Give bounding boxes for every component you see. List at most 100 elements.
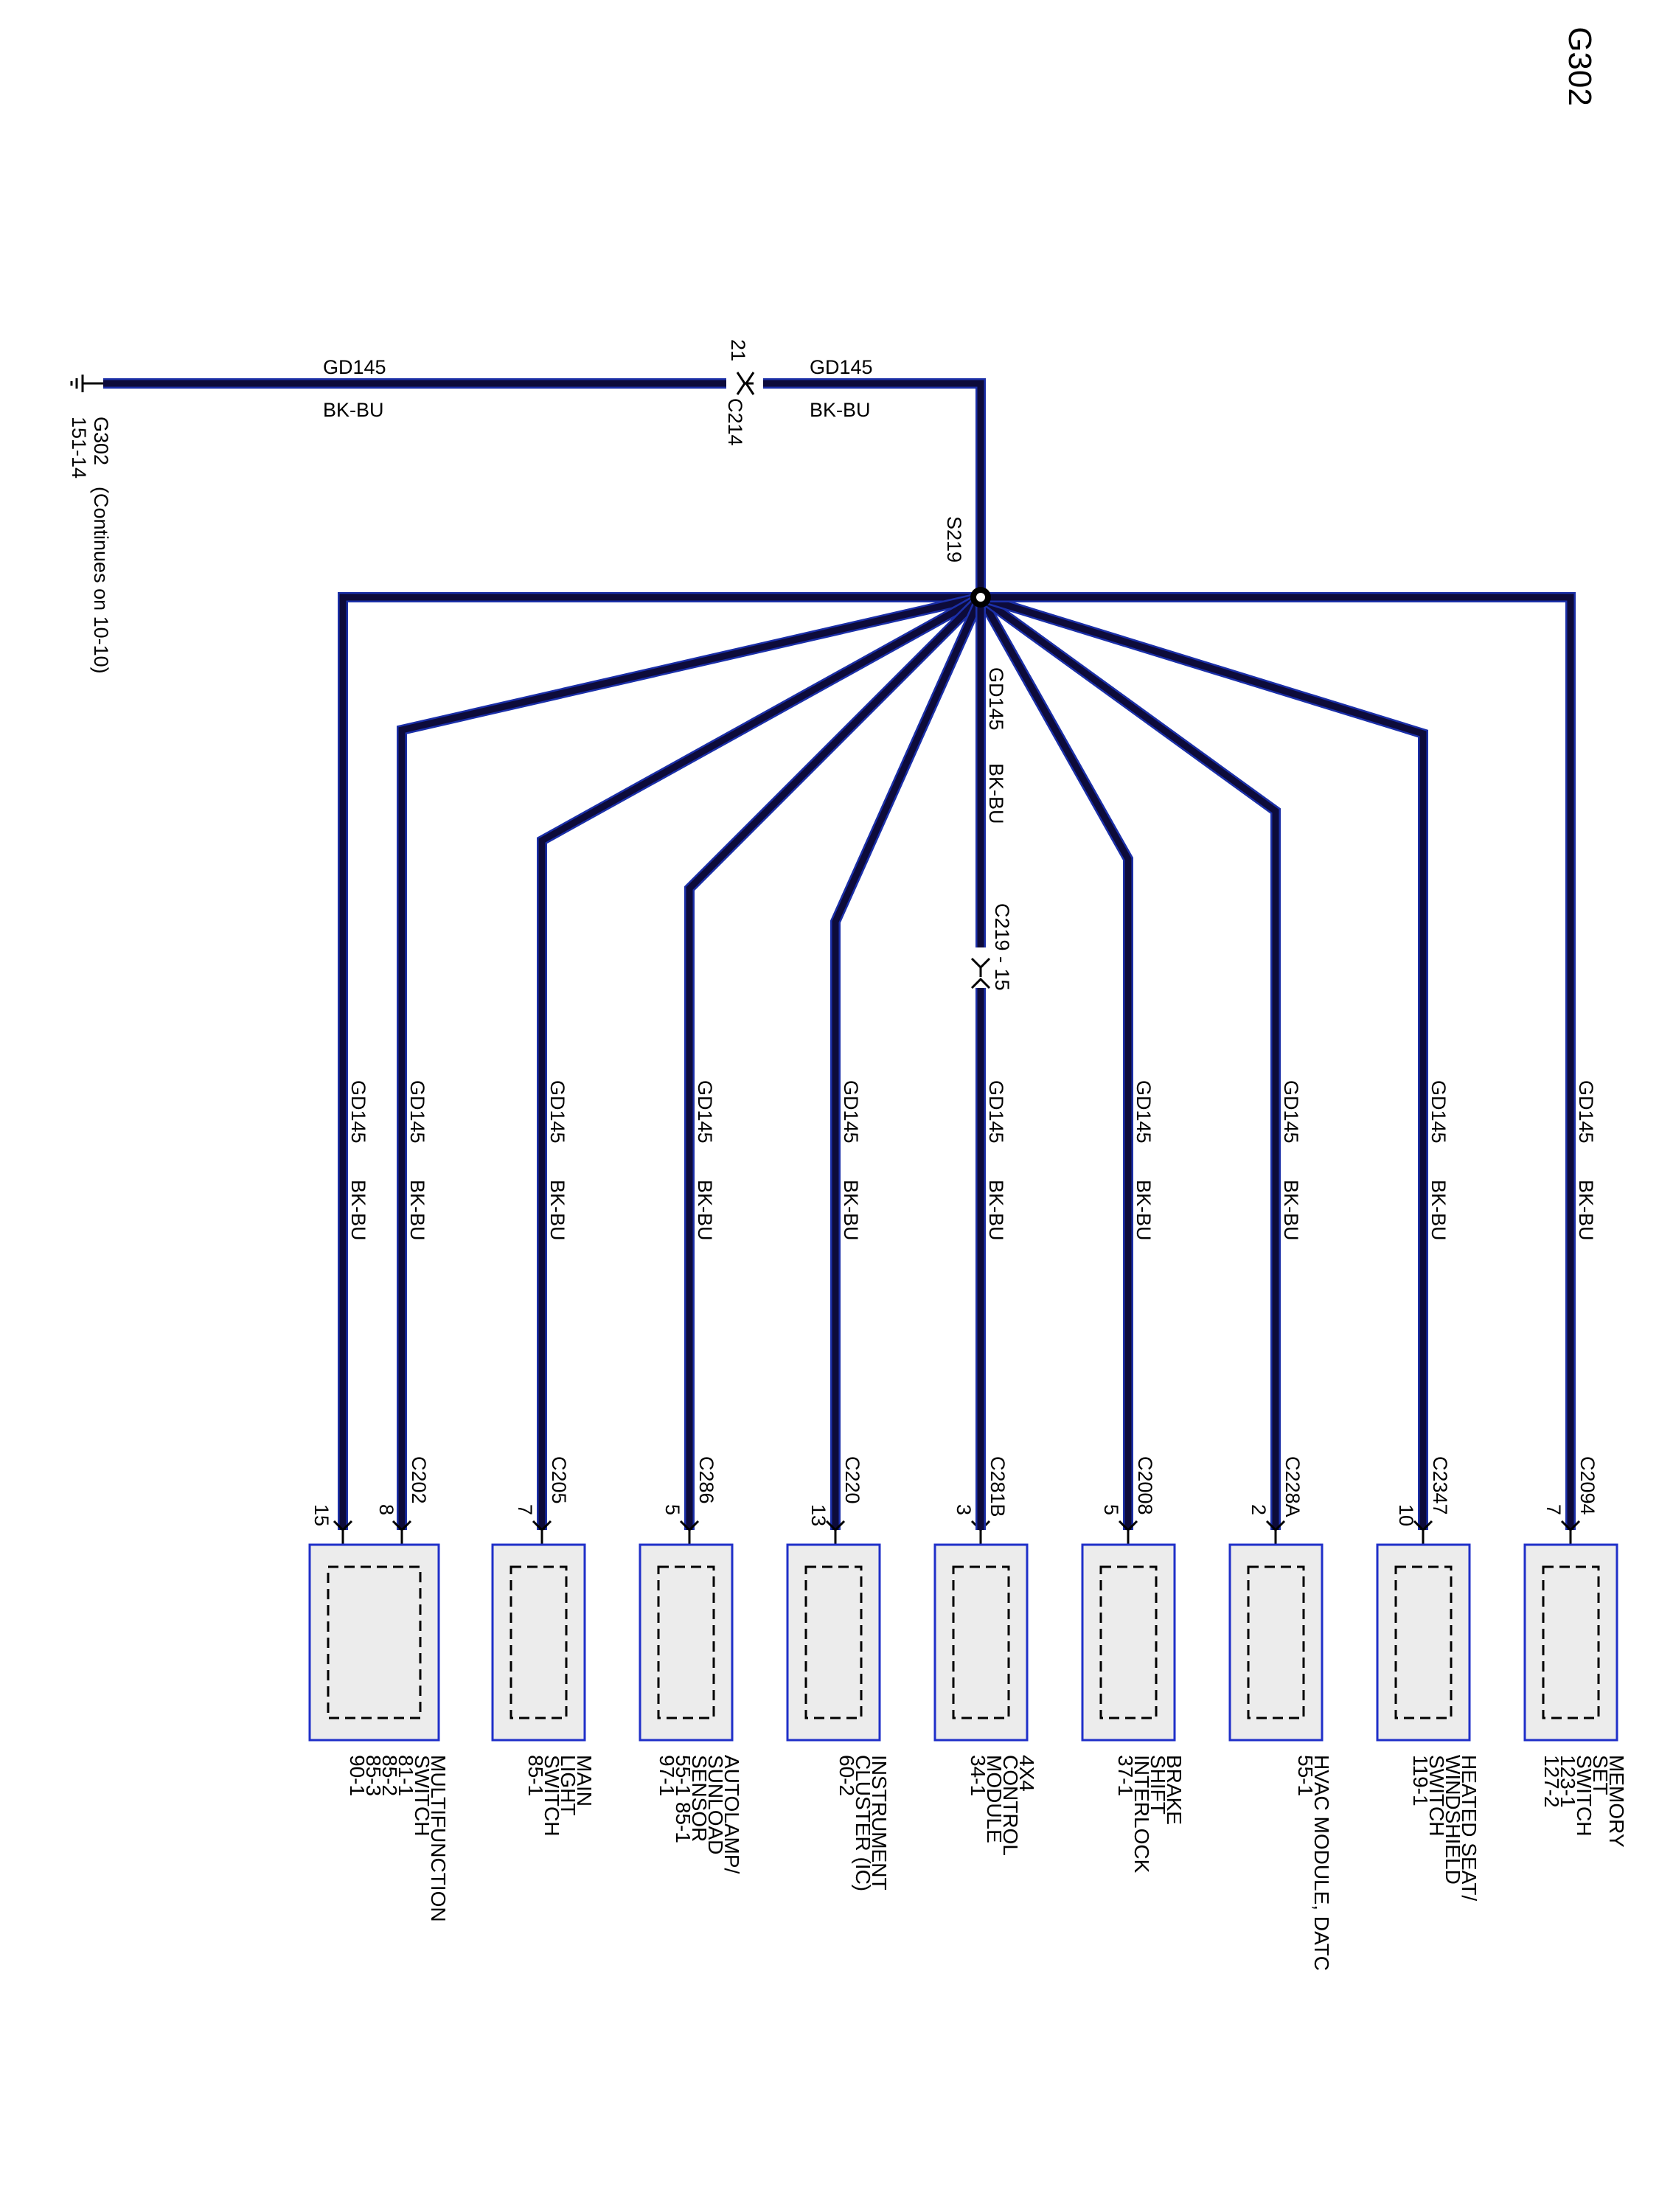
branch-2-pin: 7	[514, 1504, 536, 1515]
c214-connector-symbol	[736, 372, 755, 395]
component-5-box	[1081, 1543, 1176, 1742]
top-wire-color-left: BK-BU	[323, 399, 384, 421]
branch-6-color: BK-BU	[1133, 1180, 1155, 1241]
component-1-label-line-0: MAIN	[573, 1755, 596, 1806]
branch-3-circuit: GD145	[694, 1080, 716, 1144]
c214-label: C214	[724, 398, 746, 446]
component-5-label-line-1: SHIFT	[1147, 1755, 1169, 1815]
branch-wire-3	[686, 594, 984, 1530]
component-6-box	[1228, 1543, 1324, 1742]
component-4-label-line-3: 34-1	[967, 1755, 990, 1796]
branch-wire-8	[979, 594, 1427, 1530]
branch-8-circuit: GD145	[1427, 1080, 1450, 1144]
component-2-inner	[657, 1565, 715, 1719]
component-0-label-line-1: SWITCH	[411, 1755, 434, 1836]
branch-4-color: BK-BU	[840, 1180, 862, 1241]
component-7-label-line-0: HEATED SEAT/	[1458, 1755, 1481, 1901]
component-2-label-line-1: SUNLOAD	[704, 1755, 727, 1854]
splice-label: S219	[943, 516, 965, 563]
ground-note: (Continues on 10-10)	[90, 487, 112, 674]
top-wire-right	[763, 380, 984, 597]
branch-1-connector: C202	[408, 1456, 430, 1504]
page-title: G302	[1562, 27, 1598, 106]
component-4-inner	[952, 1565, 1010, 1719]
center-branch-circuit: GD145	[985, 667, 1007, 731]
branch-4-connector: C220	[841, 1456, 863, 1504]
splice-dot-center	[976, 593, 985, 602]
top-wire-circuit-right: GD145	[810, 356, 873, 378]
branch-3-connector: C286	[695, 1456, 717, 1504]
component-7-label-line-3: 119-1	[1409, 1755, 1432, 1806]
component-8-label-line-0: MEMORY	[1605, 1755, 1628, 1848]
top-wire-circuit-left: GD145	[323, 356, 386, 378]
branch-wire-4-edge	[830, 595, 986, 1530]
ground-symbol	[70, 375, 103, 392]
branch-9-pin: 7	[1543, 1504, 1565, 1515]
branch-9-connector: C2094	[1576, 1456, 1599, 1515]
component-7-label-line-2: SWITCH	[1425, 1755, 1448, 1836]
branch-2-color: BK-BU	[546, 1180, 568, 1241]
component-4-label-line-0: 4X4	[1015, 1755, 1038, 1792]
branch-1-circuit: GD145	[406, 1080, 428, 1144]
branch-6-pin: 5	[1100, 1504, 1122, 1515]
branch-9-color: BK-BU	[1575, 1180, 1597, 1241]
branch-wire-7	[978, 594, 1279, 1530]
component-7-box	[1376, 1543, 1471, 1742]
c219-label: C219 - 15	[991, 903, 1013, 991]
component-3-box	[786, 1543, 881, 1742]
component-0-label-line-5: 90-1	[346, 1755, 369, 1796]
branch-wire-8-edge	[978, 592, 1428, 1530]
branch-8-pin: 10	[1395, 1504, 1417, 1526]
branch-8-connector: C2347	[1429, 1456, 1451, 1515]
branch-3-pin: 5	[661, 1504, 684, 1515]
component-5-label-line-2: INTERLOCK	[1130, 1755, 1153, 1874]
component-5-label-line-0: BRAKE	[1163, 1755, 1186, 1825]
branch-wire-0-edge	[338, 592, 981, 1530]
component-2-box	[639, 1543, 734, 1742]
branch-3-color: BK-BU	[694, 1180, 716, 1241]
branch-6-circuit: GD145	[1133, 1080, 1155, 1144]
component-3-inner	[804, 1565, 863, 1719]
component-1-label-line-2: SWITCH	[540, 1755, 563, 1836]
branch-5-color: BK-BU	[985, 1180, 1007, 1241]
component-2-label-line-4: 97-1	[655, 1755, 678, 1796]
component-1-box	[491, 1543, 586, 1742]
component-2-label-line-3: 55-1 85-1	[672, 1755, 695, 1843]
branch-8-color: BK-BU	[1427, 1180, 1450, 1241]
wire-harness	[103, 372, 1581, 1571]
component-2-label-line-0: AUTOLAMP/	[720, 1755, 743, 1874]
component-8-box	[1523, 1543, 1618, 1742]
branch-7-color: BK-BU	[1280, 1180, 1302, 1241]
component-0-inner	[327, 1565, 422, 1719]
branch-0-pin: 15	[310, 1504, 333, 1526]
component-4-label-line-2: MODULE	[983, 1755, 1006, 1843]
component-3-label-line-0: INSTRUMENT	[868, 1755, 891, 1891]
component-0-label-line-3: 85-2	[378, 1755, 401, 1796]
branch-1-color: BK-BU	[406, 1180, 428, 1241]
branch-5-pin: 3	[953, 1504, 975, 1515]
c214-pin: 21	[727, 339, 749, 361]
ground-name: G302	[90, 417, 112, 465]
component-8-label-line-2: SWITCH	[1573, 1755, 1596, 1836]
component-6-inner	[1247, 1565, 1305, 1719]
branch-2-circuit: GD145	[546, 1080, 568, 1144]
branch-6-connector: C2008	[1134, 1456, 1156, 1515]
branch-0-circuit: GD145	[347, 1080, 369, 1144]
wire-labels: GD145BK-BUGD145BK-BU21C214S219GD145BK-BU…	[310, 339, 1599, 1526]
branch-wire-0	[339, 594, 981, 1530]
component-8-label-line-1: SET	[1589, 1755, 1612, 1795]
branch-7-connector: C228A	[1281, 1456, 1304, 1517]
branch-wire-9	[981, 594, 1574, 1530]
component-1-label-line-3: 85-1	[524, 1755, 547, 1796]
branch-5-connector: C281B	[987, 1456, 1009, 1517]
component-6-label-line-1: 55-1	[1294, 1755, 1317, 1796]
top-wire-color-right: BK-BU	[810, 399, 871, 421]
